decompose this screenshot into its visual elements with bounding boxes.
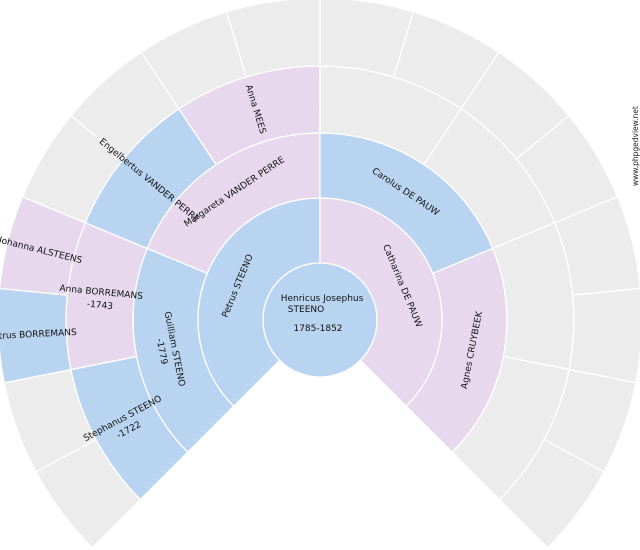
ancestor-label-ffmf: Petrus BORREMANS <box>0 328 77 342</box>
root-person-circle[interactable] <box>262 262 378 378</box>
ancestor-name: Petrus BORREMANS <box>0 328 77 342</box>
site-watermark-text: www.phpgedview.net <box>631 106 640 186</box>
site-watermark: www.phpgedview.net <box>631 106 640 186</box>
ancestor-dates: -1743 <box>86 300 113 313</box>
root-person-dates: 1785-1852 <box>293 324 342 334</box>
root-person-name-line2: STEENO <box>288 305 324 315</box>
root-person[interactable]: Henricus Josephus STEENO 1785-1852 <box>262 262 378 378</box>
root-person-name-line1: Henricus Josephus <box>281 294 364 304</box>
empty-ancestor-segment <box>498 438 605 549</box>
empty-ancestor-segment <box>568 287 640 384</box>
